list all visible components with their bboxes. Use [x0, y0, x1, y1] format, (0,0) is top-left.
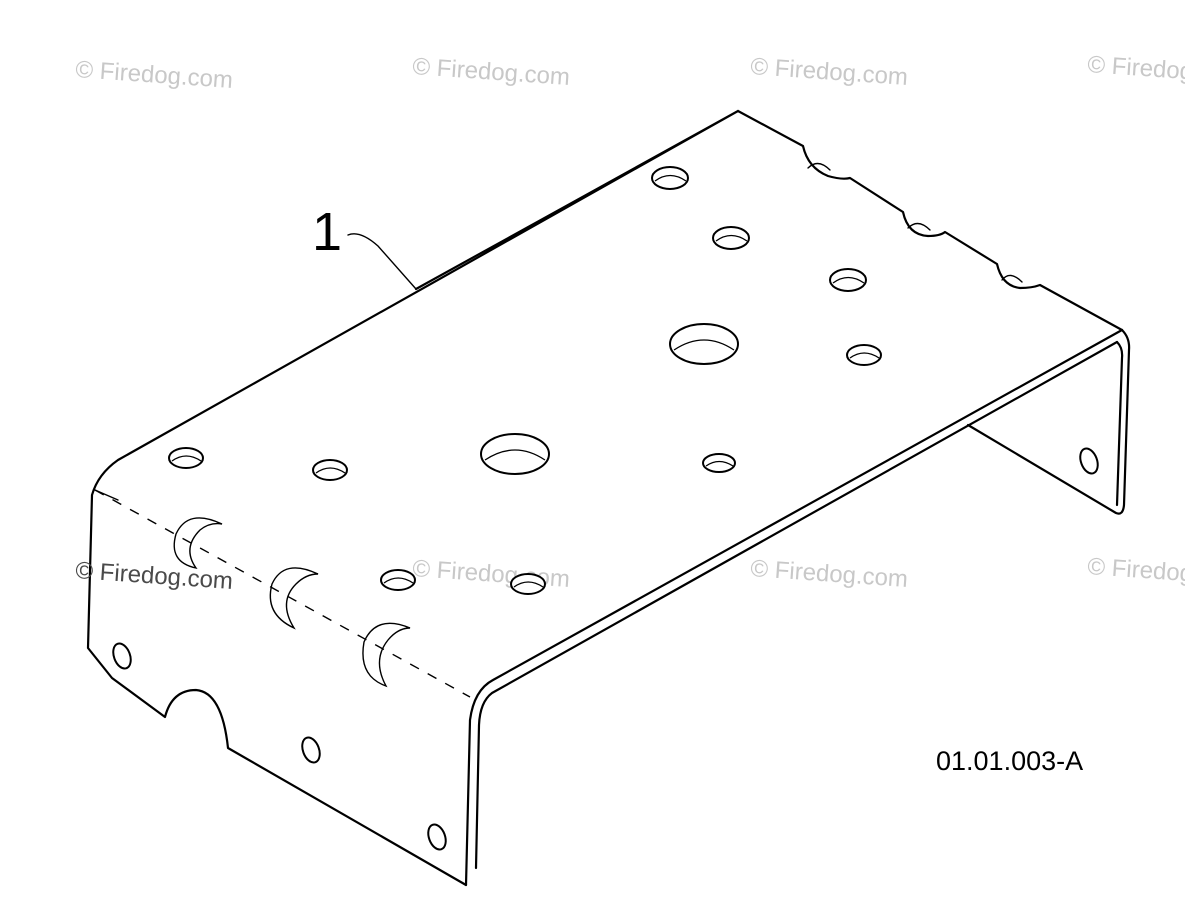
watermarks: © Firedog.com © Firedog.com © Firedog.co…: [75, 51, 1185, 593]
watermark: © Firedog.com: [75, 557, 234, 595]
watermark: © Firedog.com: [75, 56, 234, 94]
front-bend-inner: [474, 340, 1119, 870]
right-flange: [966, 328, 1131, 515]
center-line-top: [94, 489, 119, 501]
watermark: © Firedog.com: [750, 53, 909, 91]
scallop-details: [807, 162, 1023, 283]
watermark: © Firedog.com: [412, 555, 571, 593]
watermark: © Firedog.com: [412, 53, 571, 91]
bracket-outline: [86, 109, 1124, 887]
top-holes: [168, 166, 882, 595]
flange-holes: [112, 447, 1099, 851]
slot-holes: [173, 517, 411, 688]
bracket-part: [86, 109, 1131, 887]
watermark: © Firedog.com: [750, 555, 909, 593]
callout-leader: [347, 233, 417, 290]
watermark: © Firedog.com: [1087, 553, 1185, 591]
watermark: © Firedog.com: [1087, 51, 1185, 89]
diagram-reference: 01.01.003-A: [936, 746, 1083, 776]
hidden-line: [94, 489, 471, 698]
callout-number: 1: [312, 202, 342, 262]
front-bend-edge: [464, 328, 1124, 887]
right-bend-inner: [1115, 340, 1124, 507]
